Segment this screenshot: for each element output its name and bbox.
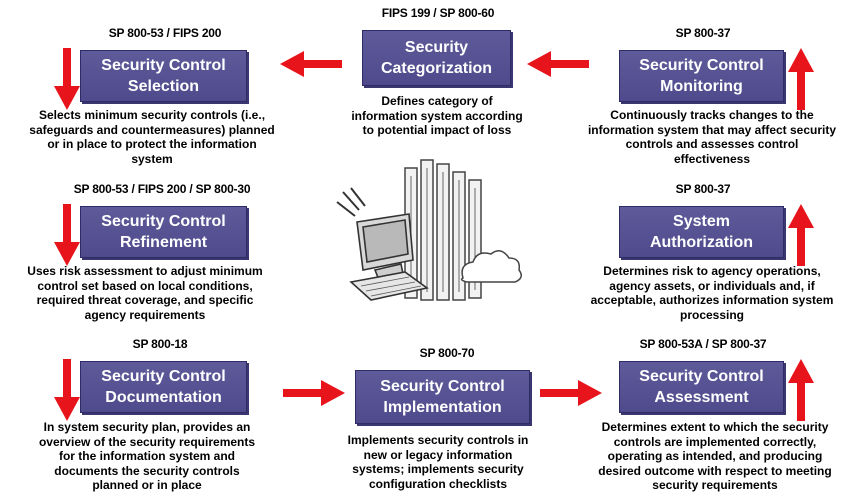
selection-description: Selects minimum security controls (i.e.,… xyxy=(29,108,275,166)
implementation-title-line1: Security Control xyxy=(380,378,505,395)
refinement-ref: SP 800-53 / FIPS 200 / SP 800-30 xyxy=(73,182,251,196)
refinement-title-line2: Refinement xyxy=(119,234,208,251)
arrow-down-documentation xyxy=(54,359,80,421)
categorization-description: Defines category of information system a… xyxy=(351,94,523,137)
authorization-title-line2: Authorization xyxy=(649,234,754,251)
arrow-right-to-implementation xyxy=(283,380,345,406)
selection-title-line1: Security Control xyxy=(101,57,226,74)
computer-server-cloud-icon xyxy=(336,159,522,301)
selection-title-line2: Selection xyxy=(127,78,200,95)
arrow-up-monitoring xyxy=(788,48,814,110)
system-authorization-box: System Authorization xyxy=(619,206,784,258)
security-control-refinement-box: Security Control Refinement xyxy=(80,206,247,258)
monitoring-ref: SP 800-37 xyxy=(675,26,731,40)
arrow-up-authorization xyxy=(788,204,814,266)
implementation-ref: SP 800-70 xyxy=(419,346,475,360)
documentation-description: In system security plan, provides an ove… xyxy=(38,420,256,492)
arrow-down-selection xyxy=(54,48,80,110)
assessment-title-line1: Security Control xyxy=(639,368,764,385)
authorization-description: Determines risk to agency operations, ag… xyxy=(590,264,834,322)
security-control-documentation-box: Security Control Documentation xyxy=(80,361,247,413)
refinement-title-line1: Security Control xyxy=(101,213,226,230)
security-control-implementation-box: Security Control Implementation xyxy=(355,370,530,424)
monitoring-description: Continuously tracks changes to the infor… xyxy=(587,108,837,166)
security-control-selection-box: Security Control Selection xyxy=(80,50,247,102)
documentation-ref: SP 800-18 xyxy=(132,337,188,351)
categorization-title-line2: Categorization xyxy=(380,60,493,77)
arrow-left-to-categorization xyxy=(527,51,589,77)
monitoring-title-line1: Security Control xyxy=(639,57,764,74)
assessment-ref: SP 800-53A / SP 800-37 xyxy=(639,337,767,351)
documentation-title-line2: Documentation xyxy=(105,389,222,406)
assessment-title-line2: Assessment xyxy=(654,389,749,406)
arrow-up-assessment xyxy=(788,359,814,421)
categorization-ref: FIPS 199 / SP 800-60 xyxy=(381,6,495,20)
security-categorization-box: Security Categorization xyxy=(362,30,511,86)
arrow-right-to-assessment xyxy=(540,380,602,406)
monitoring-title-line2: Monitoring xyxy=(660,78,743,95)
arrow-left-to-selection xyxy=(280,51,342,77)
documentation-title-line1: Security Control xyxy=(101,368,226,385)
refinement-description: Uses risk assessment to adjust minimum c… xyxy=(27,264,263,322)
categorization-title-line1: Security xyxy=(404,39,469,56)
security-control-assessment-box: Security Control Assessment xyxy=(619,361,784,413)
authorization-ref: SP 800-37 xyxy=(675,182,731,196)
implementation-title-line2: Implementation xyxy=(383,399,502,416)
arrow-down-refinement xyxy=(54,204,80,266)
security-control-monitoring-box: Security Control Monitoring xyxy=(619,50,784,102)
assessment-description: Determines extent to which the security … xyxy=(598,420,832,492)
implementation-description: Implements security controls in new or l… xyxy=(347,433,529,491)
selection-ref: SP 800-53 / FIPS 200 xyxy=(108,26,222,40)
authorization-title-line1: System xyxy=(673,213,730,230)
